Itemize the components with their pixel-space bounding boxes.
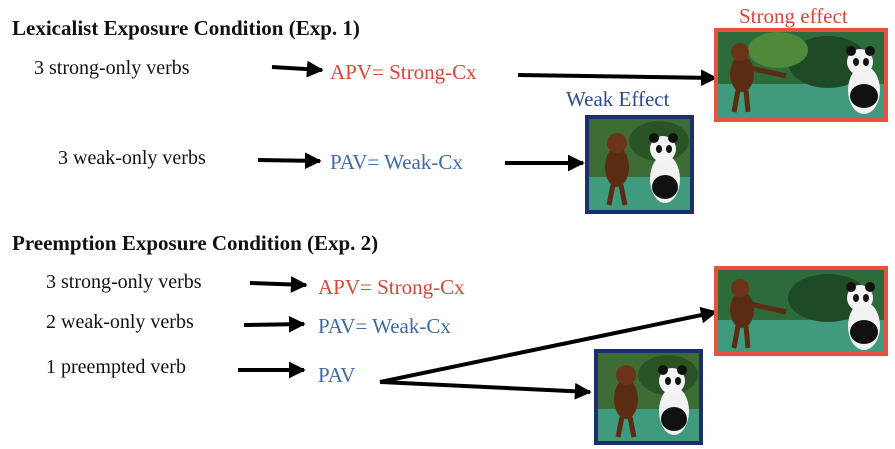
weak-effect-image [585, 115, 694, 214]
arrow-exp2-strong-verbs [249, 276, 308, 293]
arrow-exp1-weak-verbs [257, 152, 322, 170]
monkey-figure [730, 279, 787, 349]
exp1-strong-verbs-label: 3 strong-only verbs [34, 57, 190, 79]
panda-figure [846, 282, 880, 350]
exp2-preempted-construction: PAV [318, 363, 356, 387]
exp1-weak-verbs-label: 3 weak-only verbs [58, 147, 206, 169]
arrow-exp2-preempted-to-strong [379, 306, 718, 384]
exp2-weak-verbs-label: 2 weak-only verbs [46, 311, 194, 333]
weak-effect-caption: Weak Effect [566, 87, 670, 111]
arrow-exp1-strong-verbs [271, 60, 324, 78]
exp2-weak-construction: PAV= Weak-Cx [318, 314, 451, 338]
exp2-strong-construction: APV= Strong-Cx [318, 275, 465, 299]
exp2-strong-image [714, 266, 888, 356]
strong-effect-caption: Strong effect [739, 4, 848, 28]
monkey-figure [730, 43, 787, 113]
panda-figure [846, 46, 880, 114]
panda-figure [649, 133, 680, 203]
strong-effect-image [714, 28, 888, 122]
exp1-title: Lexicalist Exposure Condition (Exp. 1) [12, 16, 360, 40]
exp1-strong-construction: APV= Strong-Cx [330, 60, 477, 84]
exp1-weak-construction: PAV= Weak-Cx [330, 150, 463, 174]
arrow-exp2-weak-verbs [243, 315, 306, 333]
exp2-strong-verbs-label: 3 strong-only verbs [46, 271, 202, 293]
monkey-figure [605, 133, 629, 206]
exp2-weak-image [594, 349, 703, 445]
arrow-exp2-preempted-to-weak [379, 380, 592, 400]
exp2-title: Preemption Exposure Condition (Exp. 2) [12, 231, 379, 255]
arrow-exp1-strong-to-image [517, 69, 718, 87]
monkey-figure [614, 365, 638, 438]
panda-figure [658, 365, 689, 435]
exp2-preempted-verb-label: 1 preempted verb [46, 356, 186, 378]
